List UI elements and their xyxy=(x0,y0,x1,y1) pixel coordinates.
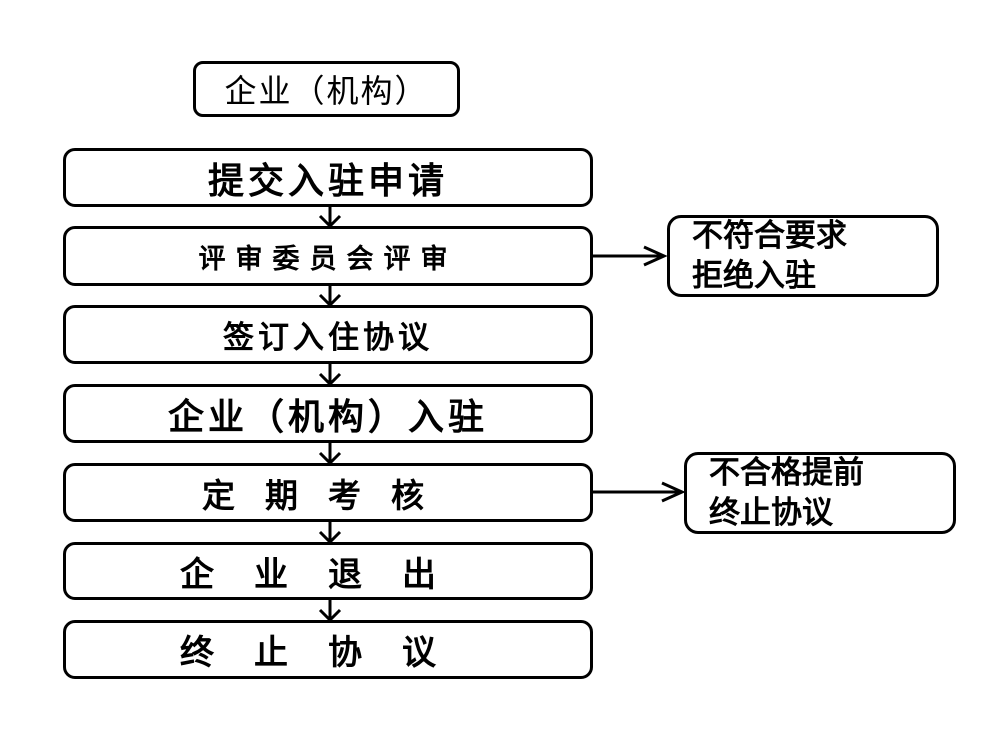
reject-note-line2: 拒绝入驻 xyxy=(692,258,816,294)
step-label: 签订入住协议 xyxy=(223,320,433,356)
reject-note-line1: 不符合要求 xyxy=(692,218,847,254)
arrow-to-reject-note xyxy=(592,245,668,267)
step-label: 定期考核 xyxy=(202,475,454,515)
step-organization-moves-in: 企业（机构）入驻 xyxy=(63,384,593,443)
arrow-step2-to-step3 xyxy=(318,286,342,308)
reject-note-box: 不符合要求 拒绝入驻 xyxy=(667,215,939,297)
step-label: 评审委员会评审 xyxy=(198,243,458,275)
arrow-step4-to-step5 xyxy=(318,443,342,466)
organization-header-label: 企业（机构） xyxy=(224,72,429,110)
terminate-note-line1: 不合格提前 xyxy=(709,455,864,491)
step-organization-exit: 企业退出 xyxy=(63,542,593,600)
step-label: 企业（机构）入驻 xyxy=(167,396,488,438)
step-sign-agreement: 签订入住协议 xyxy=(63,305,593,364)
terminate-note-line2: 终止协议 xyxy=(709,495,833,531)
organization-header-box: 企业（机构） xyxy=(193,61,460,117)
arrow-step6-to-step7 xyxy=(318,600,342,623)
step-submit-application: 提交入驻申请 xyxy=(63,148,593,207)
arrow-step3-to-step4 xyxy=(318,364,342,387)
step-label: 提交入驻申请 xyxy=(207,160,448,202)
arrow-to-terminate-note xyxy=(592,481,686,503)
terminate-note-box: 不合格提前 终止协议 xyxy=(684,452,956,534)
arrow-step1-to-step2 xyxy=(318,207,342,229)
step-label: 企业退出 xyxy=(180,554,476,595)
step-terminate-agreement: 终止协议 xyxy=(63,620,593,679)
arrow-step5-to-step6 xyxy=(318,522,342,545)
step-label: 终止协议 xyxy=(180,633,476,673)
step-periodic-assessment: 定期考核 xyxy=(63,463,593,522)
step-committee-review: 评审委员会评审 xyxy=(63,226,593,286)
